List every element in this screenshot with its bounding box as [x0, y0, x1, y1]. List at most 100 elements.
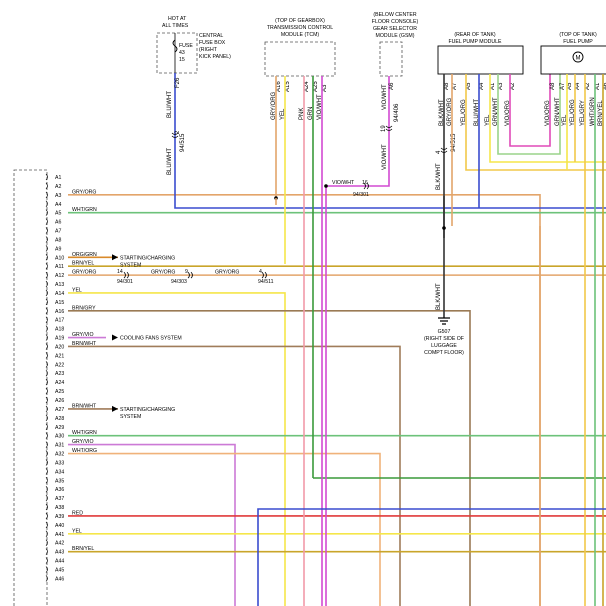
conn-94-515-pin: 2	[175, 130, 181, 134]
pin-label-A19: A19	[55, 336, 64, 342]
pin-mark	[45, 450, 48, 457]
wire-label-A14: YEL	[72, 287, 82, 293]
fuse-number: 43	[179, 50, 185, 56]
pin-mark	[45, 245, 48, 252]
gsm-pin: A6	[389, 82, 395, 90]
fuel-pump-wire-label-6: BRN/YEL	[598, 100, 604, 126]
wire-A14	[68, 292, 286, 606]
pin-label-A46: A46	[55, 576, 64, 582]
wire-label-A30: WHT/GRN	[72, 430, 97, 436]
tcm-label-2: TRANSMISSION CONTROL	[267, 25, 333, 31]
pin-mark	[45, 378, 48, 386]
pin-mark	[45, 432, 48, 439]
ground-id: G507	[438, 329, 451, 335]
pin-mark	[45, 334, 48, 341]
tcm-wire-label-0: GRY/ORG	[271, 91, 277, 120]
pin-mark	[45, 405, 48, 413]
vio-wht-splice-conn: 94/301	[353, 192, 369, 198]
fuel-pump-pin-1: A7	[560, 82, 566, 90]
pin-label-A34: A34	[55, 469, 64, 475]
pin-mark	[45, 441, 48, 448]
pin-label-A32: A32	[55, 452, 64, 458]
fuel-pump-wire-label-5: WHT/GRN	[590, 97, 596, 126]
gsm-wire-lower: VIO/WHT	[382, 144, 388, 170]
wire-blu-wht-bottom	[257, 508, 606, 606]
ground-label-3: COMPT FLOOR)	[424, 350, 464, 356]
fuse-amp: 15	[179, 57, 185, 63]
ground-label-1: (RIGHT SIDE OF	[424, 336, 464, 342]
pin-mark	[45, 182, 48, 190]
pin-label-A12: A12	[55, 273, 64, 279]
pin-mark	[45, 459, 48, 466]
conn-94-303	[187, 271, 193, 279]
pin-mark	[45, 387, 48, 395]
pin-mark	[45, 227, 48, 234]
fpm-blk-pin: 4	[436, 150, 442, 154]
wire-label-A10: ORG/GRN	[72, 252, 97, 258]
fuse-box	[156, 32, 198, 74]
pin-mark	[45, 352, 48, 359]
fpm-pin-5: A3	[498, 82, 504, 90]
pin-mark	[45, 218, 48, 225]
fuel-pump-wire-label-4: YEL/GRY	[580, 100, 586, 126]
pin-label-A17: A17	[55, 318, 64, 324]
fuel-pump-wire-label-2: YEL	[562, 114, 568, 126]
pin-mark	[45, 236, 48, 243]
fuel-pump-label-1: (TOP OF TANK)	[559, 32, 597, 38]
fuse-box-name-2: FUSE BOX	[199, 40, 226, 46]
pin-label-A25: A25	[55, 389, 64, 395]
pin-label-A8: A8	[55, 237, 61, 243]
conn-94-515-fuse	[171, 132, 179, 138]
fuse-box-name-1: CENTRAL	[199, 33, 223, 39]
fpm-pin-3: A4	[479, 82, 485, 90]
gsm-module	[379, 41, 403, 77]
pin-mark	[45, 280, 48, 288]
fpm-blk-conn: 94/515	[451, 133, 457, 152]
ground-icon	[438, 317, 450, 325]
pin-label-A44: A44	[55, 559, 64, 565]
wire-label-A39: RED	[72, 510, 83, 516]
fuel-pump-label-2: FUEL PUMP	[563, 39, 593, 45]
pin-mark	[45, 307, 48, 315]
pin-label-A18: A18	[55, 327, 64, 333]
pin-mark	[45, 575, 48, 582]
tcm-module	[264, 41, 336, 77]
fuse-out-label: BLU/WHT	[167, 91, 173, 118]
fuse-box-name-3: (RIGHT	[199, 47, 218, 53]
pin-label-A22: A22	[55, 362, 64, 368]
wire-A16	[68, 309, 471, 606]
gsm-conn-pin: 19	[381, 125, 387, 132]
system-ref-arrow	[112, 334, 118, 341]
pin-mark	[45, 539, 48, 546]
pin-mark	[45, 396, 48, 404]
conn-94-515-fpm	[440, 147, 448, 153]
wire-blu-wht-fuse	[174, 73, 606, 209]
pin-label-A24: A24	[55, 380, 64, 386]
pin-mark	[45, 566, 48, 573]
splice-vio-wht	[324, 184, 328, 188]
pin-mark	[45, 200, 48, 208]
system-ref-A19: COOLING FANS SYSTEM	[120, 336, 182, 342]
pin-label-A14: A14	[55, 291, 64, 297]
conn-94-406	[385, 125, 393, 131]
system-ref-A27-line2: SYSTEM	[120, 414, 141, 420]
pin-label-A16: A16	[55, 309, 64, 315]
fuel-pump-pin-2: A5	[567, 82, 573, 90]
pin-label-A3: A3	[55, 193, 61, 199]
pin-mark	[45, 173, 48, 181]
wire-label-A12: GRY/ORG	[72, 270, 96, 276]
tcm-wire-label-2: PNK	[299, 108, 305, 120]
gsm-wire-vio-wht	[325, 76, 390, 606]
pin-label-A27: A27	[55, 407, 64, 413]
system-ref-arrow	[112, 254, 118, 261]
conn-94-301-gsm	[363, 182, 369, 190]
wire-label-A31: GRY/VIO	[72, 439, 94, 445]
wire-label-A27: BRN/WHT	[72, 403, 97, 409]
pin-mark	[45, 316, 48, 323]
pin-mark	[45, 423, 48, 431]
fpm-label-2: FUEL PUMP MODULE	[448, 39, 502, 45]
pin-label-A36: A36	[55, 487, 64, 493]
a12-right-label: GRY/ORG	[215, 270, 239, 276]
fuel-pump-wire-label-3: YEL/ORG	[570, 99, 576, 126]
fuel-pump-wire-label-0: VIO/ORG	[545, 100, 551, 126]
